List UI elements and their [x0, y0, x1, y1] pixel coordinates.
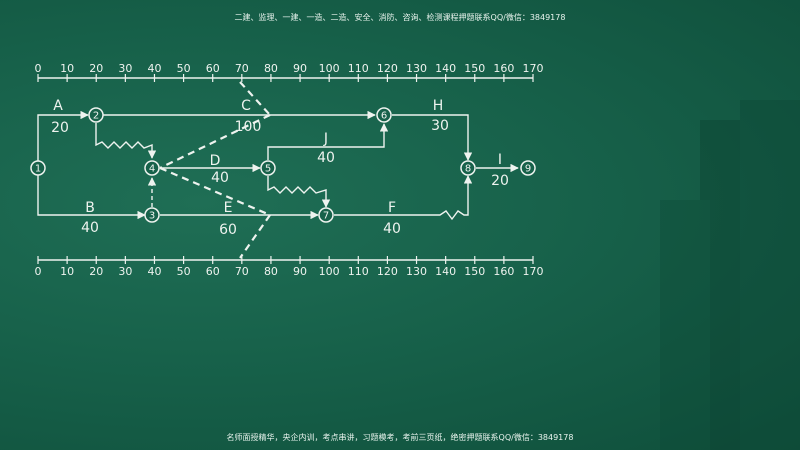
top-scale-label: 60 — [206, 62, 220, 75]
node-label-8: 8 — [465, 164, 471, 175]
bottom-scale-label: 90 — [293, 265, 307, 278]
bottom-scale-ticks — [37, 256, 534, 264]
top-scale-label: 90 — [293, 62, 307, 75]
activity-A-name: A — [53, 98, 63, 114]
background-building — [660, 100, 800, 450]
top-scale-label: 150 — [464, 62, 485, 75]
top-scale-label: 160 — [493, 62, 514, 75]
top-scale-label: 130 — [406, 62, 427, 75]
activity-C-name: C — [241, 98, 251, 114]
activity-B-duration: 40 — [81, 220, 99, 236]
activity-J-name: J — [323, 131, 328, 147]
node-circle-7 — [318, 207, 334, 223]
top-scale-labels: 0 10 20 30 40 50 60 70 80 90 100 110 120 130 140 150 160… — [35, 62, 544, 75]
activity-I-duration: 20 — [491, 173, 509, 189]
activity-A-arrow — [37, 110, 89, 168]
top-scale-label: 70 — [235, 62, 249, 75]
activity-E-duration: 60 — [219, 222, 237, 238]
activity-J-duration: 40 — [317, 150, 335, 166]
bottom-scale-label: 100 — [319, 265, 340, 278]
node-circle-2 — [88, 107, 104, 123]
top-scale-label: 100 — [319, 62, 340, 75]
bottom-scale-label: 50 — [177, 265, 191, 278]
bottom-scale-label: 60 — [206, 265, 220, 278]
node-label-2: 2 — [93, 111, 99, 122]
node-circle-8 — [460, 160, 476, 176]
top-scale-label: 170 — [523, 62, 544, 75]
bottom-scale-label: 70 — [235, 265, 249, 278]
header-watermark: 二建、监理、一建、一造、二造、安全、消防、咨询、检测课程押题联系QQ/微信：38… — [234, 13, 566, 22]
top-scale-label: 10 — [60, 62, 74, 75]
node-circle-1 — [30, 160, 46, 176]
bottom-scale-label: 80 — [264, 265, 278, 278]
footer-watermark: 名师面授精华，央企内训，考点串讲，习题模考，考前三页纸，绝密押题联系QQ/微信：… — [226, 433, 574, 442]
node-labels: 1 2 3 4 5 6 7 8 9 — [35, 111, 531, 222]
activity-D-name: D — [210, 153, 221, 169]
bottom-scale-label: 150 — [464, 265, 485, 278]
node-label-4: 4 — [149, 164, 155, 175]
activity-lines — [37, 110, 519, 221]
node-label-1: 1 — [35, 164, 41, 175]
top-scale-label: 120 — [377, 62, 398, 75]
activity-E-name: E — [224, 200, 233, 216]
activity-labels: A 20 B 40 C 100 D 40 E 60 F 40 H 30 I 20… — [51, 98, 509, 238]
node-circle-4 — [144, 160, 160, 176]
top-scale-label: 140 — [435, 62, 456, 75]
top-scale-label: 40 — [147, 62, 161, 75]
node-label-3: 3 — [149, 211, 155, 222]
node-label-6: 6 — [381, 111, 387, 122]
bottom-scale-label: 30 — [118, 265, 132, 278]
check-line — [159, 81, 271, 259]
top-scale-label: 50 — [177, 62, 191, 75]
bottom-scale-label: 40 — [147, 265, 161, 278]
node-label-7: 7 — [323, 211, 329, 222]
top-scale-label: 80 — [264, 62, 278, 75]
activity-B-arrow — [37, 168, 146, 220]
bottom-scale-label: 130 — [406, 265, 427, 278]
activity-B-name: B — [85, 200, 95, 216]
free-float-2-4 — [95, 123, 157, 159]
bottom-scale-labels: 0 10 20 30 40 50 60 70 80 90 100 110 120 130 140 150 160… — [35, 265, 544, 278]
bottom-scale-label: 160 — [493, 265, 514, 278]
top-scale-label: 110 — [348, 62, 369, 75]
bottom-scale-label: 170 — [523, 265, 544, 278]
bottom-scale-label: 110 — [348, 265, 369, 278]
activity-C-duration: 100 — [235, 119, 262, 135]
activity-H-name: H — [433, 98, 444, 114]
bottom-scale-label: 140 — [435, 265, 456, 278]
node-circle-9 — [520, 160, 536, 176]
activity-H-arrow — [392, 114, 473, 161]
activity-J-arrow — [267, 123, 389, 160]
free-float-5-7 — [267, 176, 331, 208]
bottom-scale-label: 10 — [60, 265, 74, 278]
bottom-scale-label: 20 — [89, 265, 103, 278]
node-circle-3 — [144, 207, 160, 223]
bottom-scale-label: 0 — [35, 265, 42, 278]
activity-A-duration: 20 — [51, 120, 69, 136]
node-label-9: 9 — [525, 164, 531, 175]
node-label-5: 5 — [265, 164, 271, 175]
top-scale-label: 30 — [118, 62, 132, 75]
activity-F-arrow — [334, 175, 473, 221]
top-scale-ticks — [37, 74, 534, 82]
top-scale-label: 20 — [89, 62, 103, 75]
node-circle-6 — [376, 107, 392, 123]
network-nodes — [30, 107, 536, 223]
bottom-scale-label: 120 — [377, 265, 398, 278]
activity-F-duration: 40 — [383, 221, 401, 237]
activity-H-duration: 30 — [431, 118, 449, 134]
activity-D-duration: 40 — [211, 170, 229, 186]
top-scale-label: 0 — [35, 62, 42, 75]
activity-I-name: I — [498, 152, 502, 168]
activity-F-name: F — [388, 200, 396, 216]
node-circle-5 — [260, 160, 276, 176]
